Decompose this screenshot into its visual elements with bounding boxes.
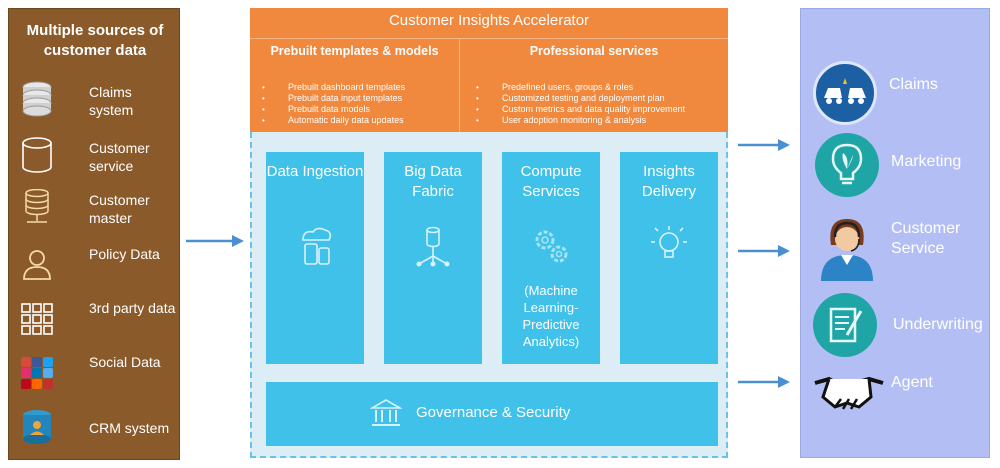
services-list-item: Custom metrics and data quality improvem… bbox=[468, 104, 685, 115]
cylinder-icon bbox=[22, 137, 52, 173]
outcomes-panel: Claims Marketing Customer Service Underw… bbox=[800, 8, 990, 458]
server-stack-icon bbox=[25, 189, 49, 223]
governance-label: Governance & Security bbox=[416, 404, 571, 421]
service-title: Data Ingestion bbox=[266, 163, 364, 180]
arrow-sources-to-accelerator bbox=[186, 235, 244, 247]
outcome-label-customer-service: Customer Service bbox=[891, 220, 961, 257]
marketing-circle bbox=[815, 133, 879, 197]
source-label-customer-service: Customer service bbox=[89, 140, 150, 174]
service-title: Compute Services bbox=[520, 163, 582, 200]
source-label-third-party: 3rd party data bbox=[89, 300, 176, 316]
arrow-accelerator-to-outcomes bbox=[738, 245, 790, 257]
templates-list-item: Automatic daily data updates bbox=[254, 115, 405, 126]
cloud-devices-icon bbox=[302, 227, 332, 265]
service-title: Big Data Fabric bbox=[404, 163, 462, 200]
source-label-policy: Policy Data bbox=[89, 246, 160, 262]
person-icon bbox=[23, 250, 51, 280]
source-label-claims: Claims system bbox=[89, 84, 134, 118]
document-pen-icon bbox=[829, 307, 863, 343]
templates-list-item: Prebuilt data input templates bbox=[254, 93, 405, 104]
templates-list-item: Prebuilt dashboard templates bbox=[254, 82, 405, 93]
outcome-label-agent: Agent bbox=[891, 374, 933, 391]
outcome-label-underwriting: Underwriting bbox=[893, 316, 983, 333]
service-big-data-fabric: Big Data Fabric bbox=[384, 152, 482, 364]
data-hub-icon bbox=[416, 226, 450, 267]
templates-heading: Prebuilt templates & models bbox=[270, 44, 439, 58]
service-title: Insights Delivery bbox=[641, 163, 697, 200]
outcome-label-claims: Claims bbox=[889, 76, 938, 93]
source-label-customer-master: Customer master bbox=[89, 192, 150, 226]
sources-title: Multiple sources of customer data bbox=[26, 22, 164, 59]
service-subtitle: (Machine Learning-Predictive Analytics) bbox=[522, 283, 580, 349]
services-list-item: Customized testing and deployment plan bbox=[468, 93, 685, 104]
crm-database-icon bbox=[23, 410, 51, 444]
grid-icon bbox=[21, 303, 53, 335]
accelerator-header: Customer Insights Accelerator Prebuilt t… bbox=[250, 8, 728, 132]
header-divider bbox=[250, 38, 728, 39]
arrow-accelerator-to-outcomes bbox=[738, 376, 790, 388]
header-column-divider bbox=[459, 38, 460, 132]
gears-icon bbox=[535, 230, 568, 263]
lightbulb-plant-icon bbox=[831, 143, 863, 185]
services-list: Predefined users, groups & roles Customi… bbox=[468, 82, 685, 126]
claims-circle bbox=[813, 61, 877, 125]
services-list-item: Predefined users, groups & roles bbox=[468, 82, 685, 93]
outcome-label-marketing: Marketing bbox=[891, 153, 962, 170]
arrow-accelerator-to-outcomes bbox=[738, 139, 790, 151]
services-list-item: User adoption monitoring & analysis bbox=[468, 115, 685, 126]
lightbulb-icon bbox=[651, 226, 687, 258]
data-sources-panel: Multiple sources of customer data Claims… bbox=[8, 8, 180, 460]
accelerator-title: Customer Insights Accelerator bbox=[388, 12, 590, 29]
source-label-crm: CRM system bbox=[89, 420, 170, 436]
templates-list: Prebuilt dashboard templates Prebuilt da… bbox=[254, 82, 405, 126]
database-icon bbox=[22, 81, 52, 117]
source-label-social: Social Data bbox=[89, 354, 161, 370]
car-crash-icon bbox=[824, 78, 866, 104]
service-compute: Compute Services (Machine Learning-Predi… bbox=[502, 152, 600, 364]
service-insights-delivery: Insights Delivery bbox=[620, 152, 718, 364]
underwriting-circle bbox=[813, 293, 877, 357]
building-icon bbox=[370, 399, 402, 426]
governance-security-bar: Governance & Security bbox=[266, 382, 718, 446]
handshake-icon bbox=[814, 376, 884, 410]
headset-agent-icon bbox=[821, 219, 873, 281]
social-media-icon bbox=[21, 357, 53, 389]
services-heading: Professional services bbox=[529, 44, 659, 58]
service-data-ingestion: Data Ingestion bbox=[266, 152, 364, 364]
templates-list-item: Prebuilt data models bbox=[254, 104, 405, 115]
